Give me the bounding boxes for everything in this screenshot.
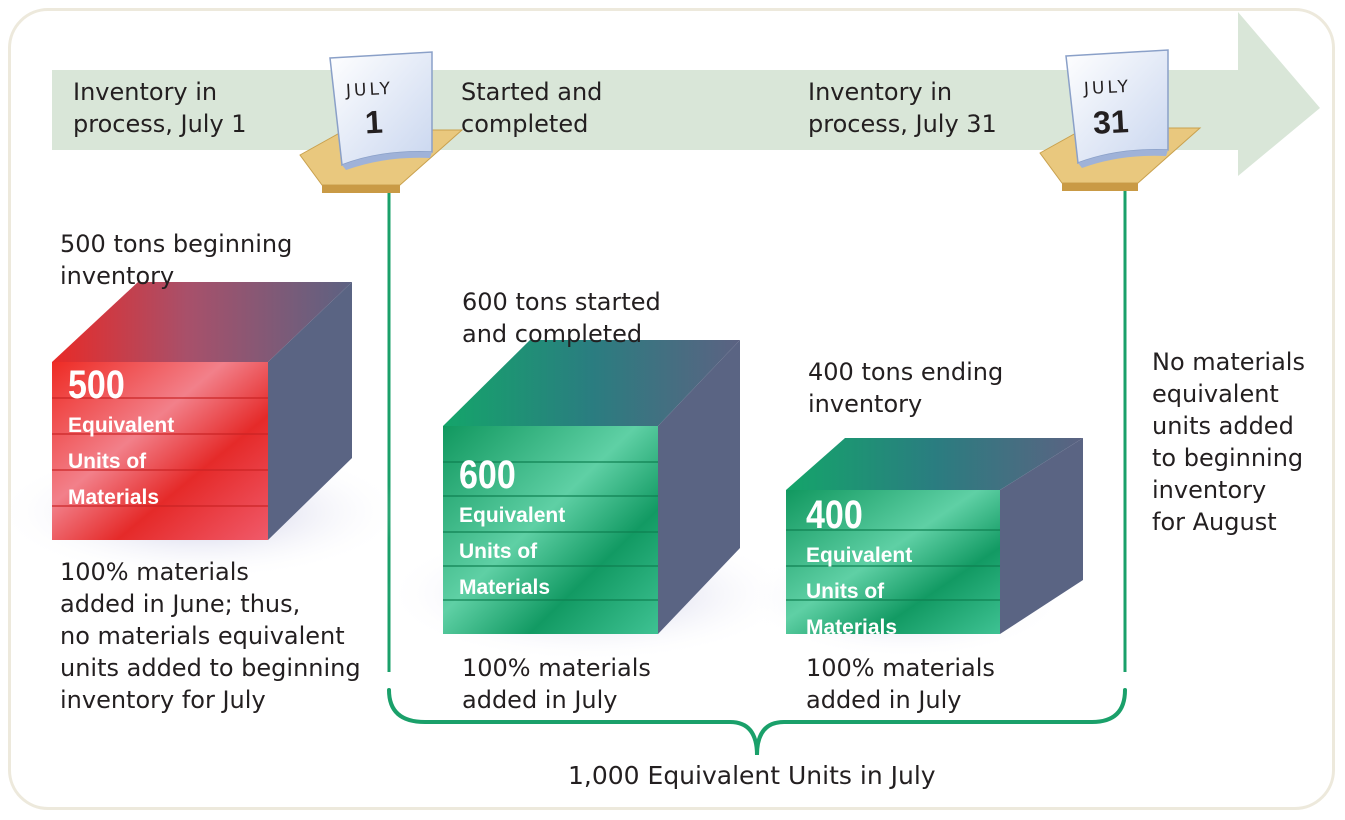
label-started-completed: Started and completed	[461, 78, 603, 138]
calendar-1-day: 1	[364, 103, 384, 141]
cube-400-label: 400 Equivalent Units of Materials	[806, 492, 912, 646]
note-ending-inventory: 100% materials added in July	[806, 654, 995, 714]
cube-400-line2: Units of	[806, 580, 885, 603]
cube-400-line3: Materials	[806, 616, 898, 639]
heading-ending-inventory: 400 tons ending inventory	[808, 358, 1004, 418]
calendar-31-month: JULY	[1083, 76, 1132, 100]
cube-600	[385, 340, 795, 662]
cube-600-line3: Materials	[459, 576, 551, 599]
total-brace	[387, 688, 1127, 756]
note-beginning-inventory: 100% materials added in June; thus, no m…	[60, 558, 361, 714]
calendar-1-month: JULY	[345, 78, 394, 102]
calendar-31-day: 31	[1092, 103, 1130, 141]
cube-600-line2: Units of	[459, 540, 538, 563]
cube-600-line1: Equivalent	[459, 504, 566, 527]
cube-500-line2: Units of	[68, 450, 147, 473]
cube-500-line3: Materials	[68, 486, 160, 509]
cube-600-label: 600 Equivalent Units of Materials	[459, 452, 565, 606]
heading-started-completed: 600 tons started and completed	[462, 288, 661, 348]
cube-400	[745, 438, 1083, 658]
label-inventory-july-1: Inventory in process, July 1	[73, 78, 247, 138]
cube-400-line1: Equivalent	[806, 544, 913, 567]
cube-600-number: 600	[459, 453, 516, 497]
cube-500	[0, 282, 405, 580]
heading-beginning-inventory: 500 tons beginning inventory	[60, 230, 293, 290]
note-started-completed: 100% materials added in July	[462, 654, 651, 714]
cube-500-number: 500	[68, 363, 125, 407]
total-equivalent-units: 1,000 Equivalent Units in July	[568, 761, 936, 790]
cube-500-label: 500 Equivalent Units of Materials	[68, 362, 174, 516]
calendar-july-1	[299, 51, 464, 193]
cube-400-number: 400	[806, 493, 863, 537]
cube-500-line1: Equivalent	[68, 414, 175, 437]
label-inventory-july-31: Inventory in process, July 31	[808, 78, 997, 138]
note-august: No materials equivalent units added to b…	[1152, 348, 1305, 536]
calendar-july-31	[1039, 49, 1202, 191]
